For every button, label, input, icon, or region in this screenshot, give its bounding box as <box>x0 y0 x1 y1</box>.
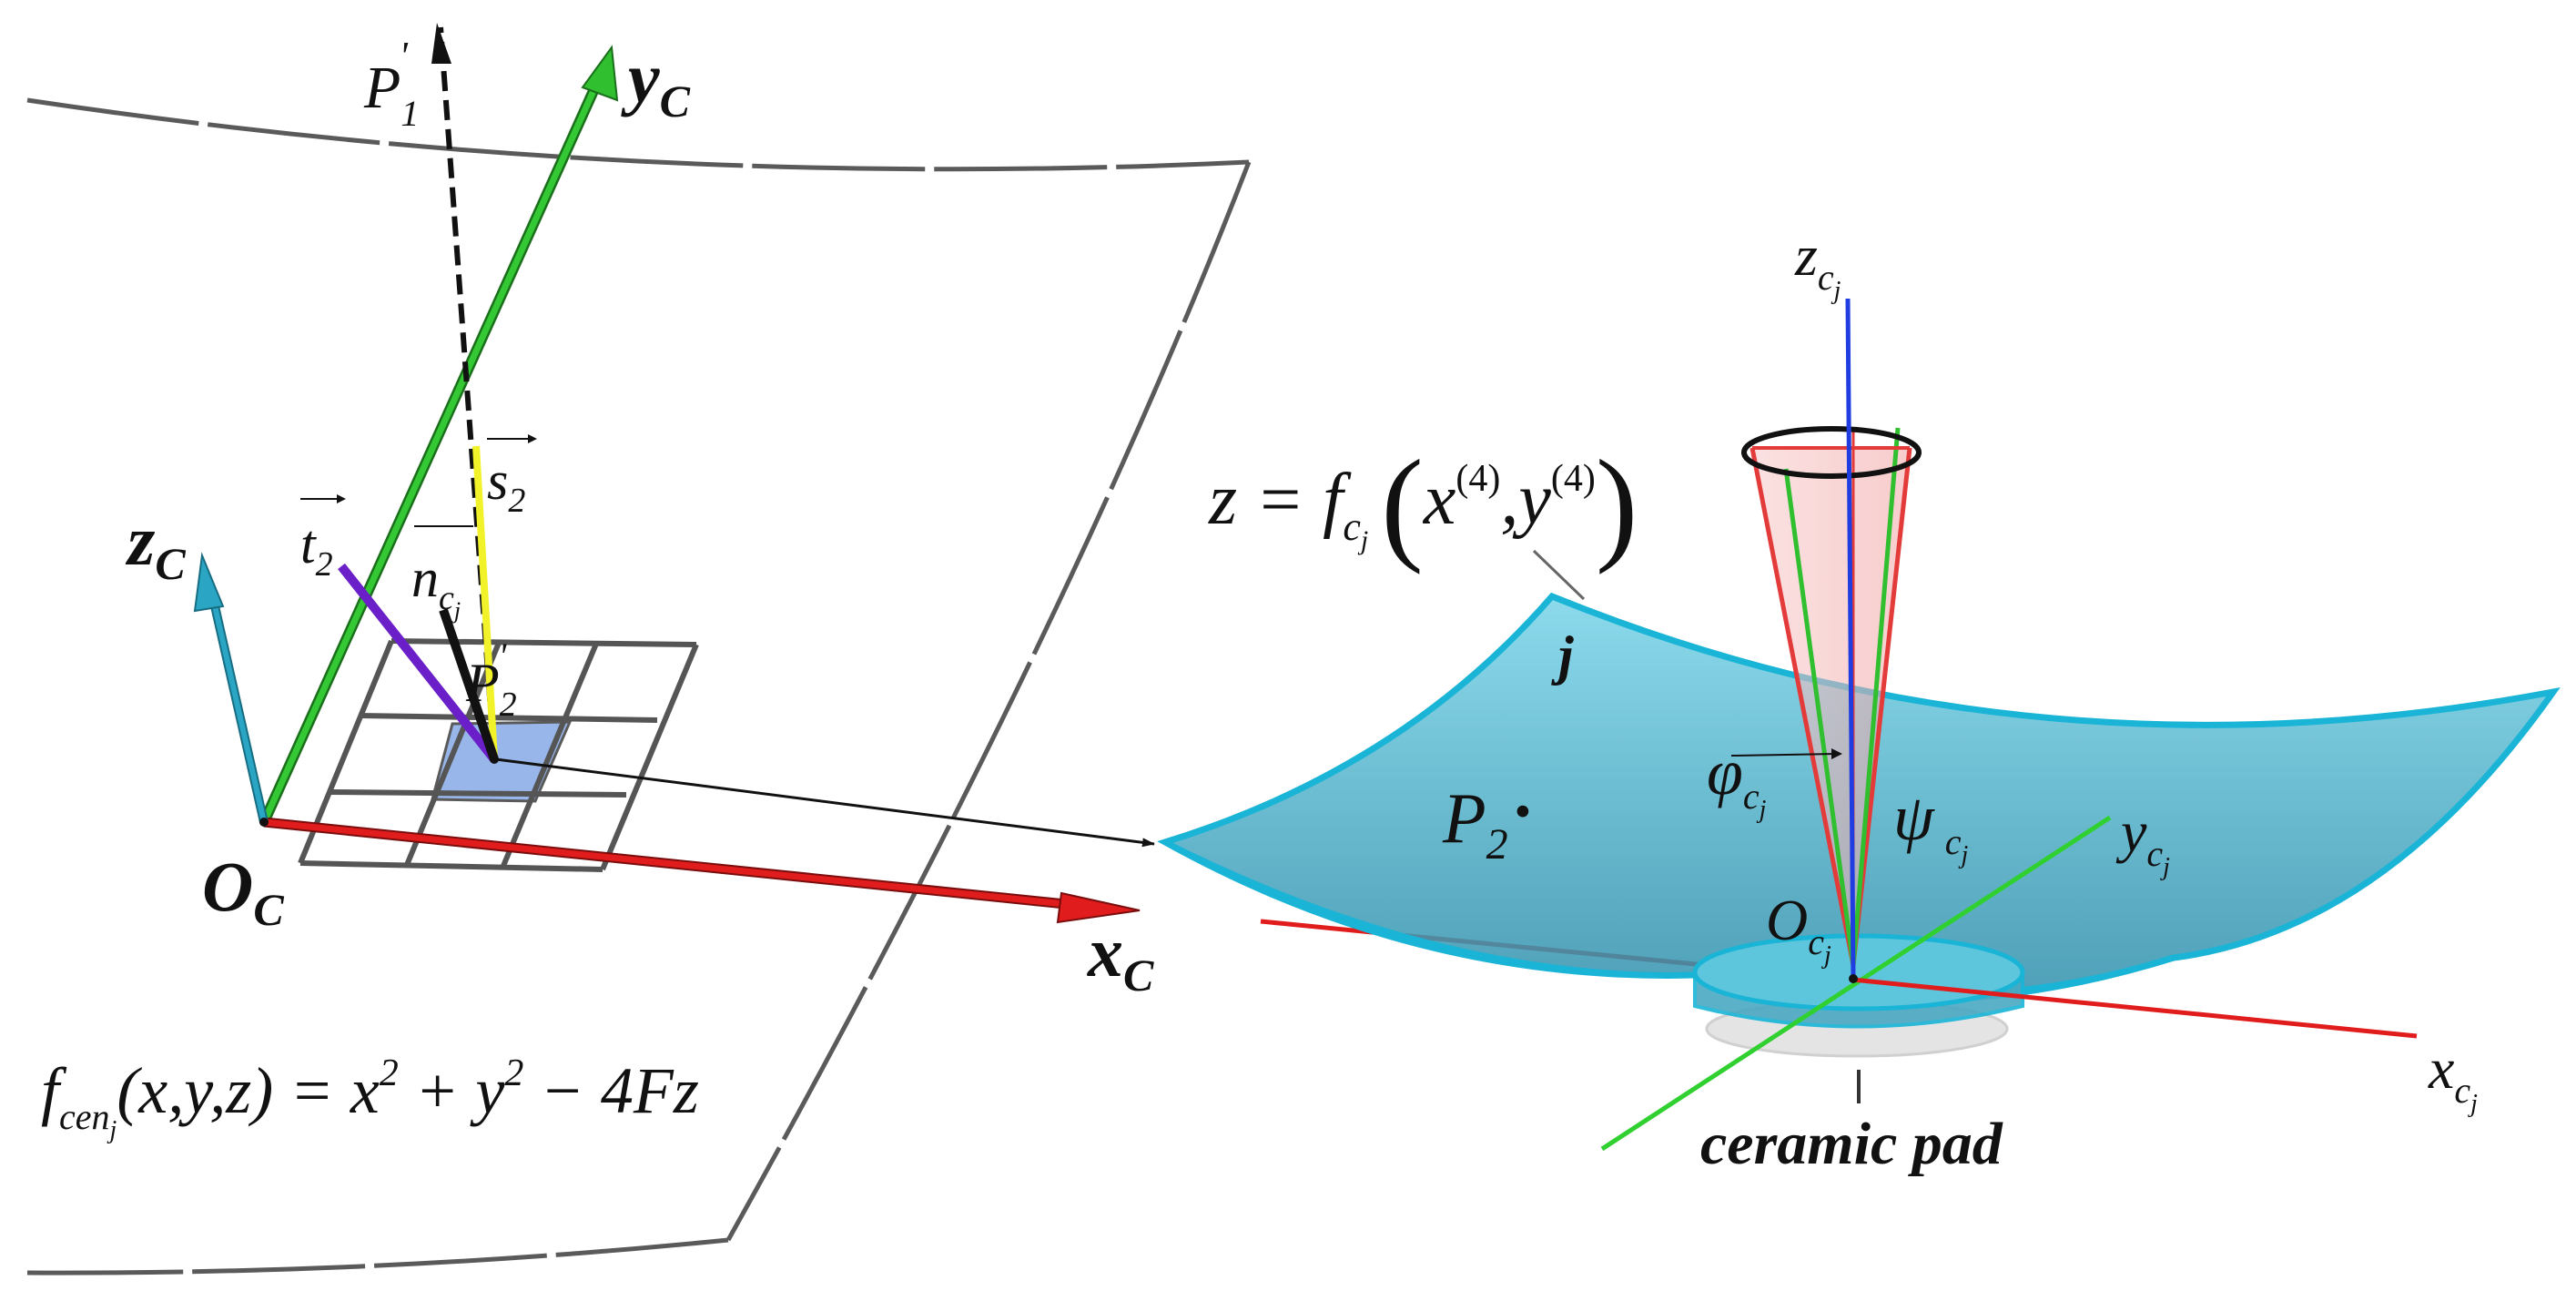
s2-vector-label: s2 <box>487 434 537 520</box>
svg-text:t2: t2 <box>300 514 333 584</box>
origin-left-label: OC <box>202 847 284 935</box>
left-coordinate-axes <box>193 45 1141 924</box>
t2-vector <box>338 563 498 763</box>
y-axis-right <box>1600 815 2112 1152</box>
svg-text:ncj: ncj <box>411 548 461 624</box>
p2-point-label: P2· <box>1442 771 1531 869</box>
acceptance-cone <box>1730 426 1922 966</box>
s2-vector <box>472 445 498 760</box>
right-coordinate-axes <box>1600 298 2418 1152</box>
connector-arrow <box>495 757 1155 848</box>
origin-right <box>1849 974 1858 983</box>
origin-left <box>259 818 269 827</box>
yc-axis-label: yC <box>621 38 691 127</box>
x-axis-right-front <box>1851 977 2418 1039</box>
zc-axis-label: zC <box>125 501 186 589</box>
phi-angle-label: φcj <box>1707 736 1767 824</box>
surface-grid-patch <box>298 638 699 872</box>
highlighted-grid-cell <box>431 720 573 803</box>
ocj-origin-label: Ocj <box>1766 888 1831 970</box>
xcj-axis-label: xcj <box>2428 1036 2478 1118</box>
cone-rim <box>1741 426 1922 479</box>
surface-equation: z = fcj(x(4),y(4)) <box>1208 434 1638 575</box>
ycj-axis-label: ycj <box>2115 799 2170 881</box>
left-vectors <box>338 23 499 764</box>
focal-equation: fcenj(x,y,z) = x2 + y2 − 4Fz <box>41 1052 699 1144</box>
normal-vector <box>439 608 499 761</box>
reflector-surface-outline <box>26 97 1252 1275</box>
left-labels: P1' yC zC OC xC s2 t2 ncj P2' fcenj(x,y,… <box>41 34 1154 1144</box>
svg-text:s2: s2 <box>487 451 525 520</box>
z-axis-right <box>1845 298 1856 980</box>
zcj-axis-label: zcj <box>1794 223 1841 305</box>
t2-vector-label: t2 <box>300 494 346 584</box>
ceramic-pad <box>1692 933 2025 1103</box>
normal-vector-label: ncj <box>411 525 473 624</box>
ceramic-pad-label: ceramic pad <box>1700 1111 2003 1177</box>
p2-prime-label: P2' <box>465 635 517 724</box>
p1-label: P1' <box>363 34 419 134</box>
xc-axis-label: xC <box>1087 912 1154 1001</box>
equation-leader <box>1532 549 1586 601</box>
